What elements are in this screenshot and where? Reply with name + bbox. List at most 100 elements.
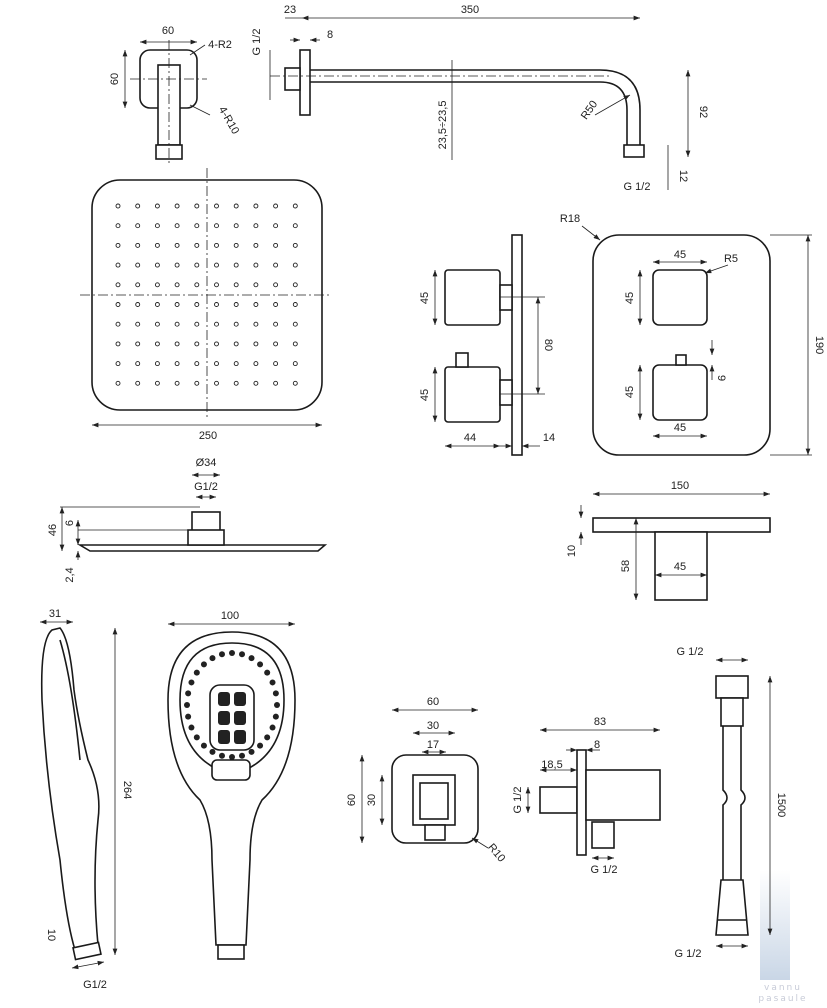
- dim-hand-thread: G1/2: [83, 979, 107, 991]
- nozzle-dot: [214, 380, 219, 386]
- hand-nozzle-dot: [184, 702, 190, 708]
- watermark: vannu pasaule: [758, 870, 806, 1004]
- dim-outlet-inner: 30: [427, 720, 439, 732]
- hand-nozzle-dot: [188, 724, 195, 731]
- dim-arm-plate: 8: [327, 29, 333, 41]
- nozzle-dot: [273, 321, 279, 327]
- nozzle-dot: [135, 361, 141, 367]
- nozzle-dot: [214, 262, 219, 268]
- nozzle-dot: [233, 321, 239, 327]
- nozzle-dot: [253, 242, 259, 248]
- nozzle-dot: [194, 242, 200, 248]
- dim-head-height: 46: [47, 524, 59, 536]
- dim-plate-height: 190: [813, 336, 825, 354]
- dim-knob-bottom: 45: [419, 389, 431, 401]
- nozzle-dot: [154, 321, 160, 327]
- nozzle-dot: [253, 380, 259, 386]
- dim-thermo-depth: 44: [464, 432, 476, 444]
- hand-nozzle-dot: [257, 742, 264, 749]
- nozzle-dot: [273, 242, 279, 248]
- hand-nozzle-dot: [200, 742, 207, 749]
- nozzle-dot: [135, 242, 141, 248]
- nozzle-dot: [174, 361, 180, 367]
- hand-center-nozzle: [234, 730, 246, 744]
- dim-outlet-thread-in: G 1/2: [512, 787, 524, 814]
- hand-center-nozzle: [218, 692, 230, 706]
- hand-nozzle-dot: [185, 690, 192, 697]
- nozzle-dot: [253, 282, 259, 288]
- nozzle-dot: [154, 223, 160, 229]
- nozzle-dot: [253, 302, 259, 307]
- nozzle-dot: [214, 223, 219, 229]
- dim-arm-drop: 92: [697, 106, 709, 118]
- nozzle-dot: [253, 341, 259, 347]
- nozzle-dot: [233, 262, 239, 268]
- nozzle-dot: [194, 262, 200, 268]
- dim-arm-length: 350: [461, 4, 479, 16]
- hand-center-nozzle: [218, 711, 230, 725]
- nozzle-dot: [194, 321, 200, 327]
- dim-hose-thread-bottom: G 1/2: [675, 948, 702, 960]
- nozzle-dot: [253, 321, 259, 327]
- dim-outlet-hole: 17: [427, 739, 439, 751]
- hand-nozzle-dot: [248, 655, 255, 662]
- dim-front-knob-height-top: 45: [624, 292, 636, 304]
- hand-nozzle-dot: [248, 748, 255, 755]
- hand-center-nozzle: [234, 692, 246, 706]
- dim-top-width: 150: [671, 480, 689, 492]
- nozzle-dot: [174, 262, 180, 268]
- dim-knob-top: 45: [419, 292, 431, 304]
- nozzle-dot: [135, 321, 141, 327]
- nozzle-dot: [194, 341, 200, 347]
- dim-head-diameter: Ø34: [196, 457, 217, 469]
- dim-hand-thickness: 31: [49, 608, 61, 620]
- dim-outlet-inner-height: 30: [366, 794, 378, 806]
- nozzle-dot: [174, 380, 180, 386]
- nozzle-dot: [174, 242, 180, 248]
- thermostat-side-view: 45 45 80 44 14: [419, 234, 555, 456]
- dim-arm-bore: 23,5÷23,5: [437, 101, 449, 150]
- dim-hand-length: 264: [121, 781, 133, 799]
- hand-center-nozzle: [218, 730, 230, 744]
- dim-front-knob-height-bottom: 45: [624, 386, 636, 398]
- hand-nozzle-dot: [209, 748, 216, 755]
- nozzle-dot: [273, 302, 279, 307]
- hand-nozzle-dot: [218, 752, 225, 759]
- dim-hand-width: 100: [221, 610, 239, 622]
- nozzle-dot: [154, 203, 160, 209]
- dim-arm-offset: 23: [284, 4, 296, 16]
- nozzle-dot: [194, 380, 200, 386]
- nozzle-grid: [115, 203, 298, 386]
- nozzle-dot: [273, 282, 279, 288]
- hand-nozzle-dot: [274, 702, 280, 708]
- dim-outlet-corner: R10: [485, 841, 507, 864]
- hand-nozzle-dot: [269, 679, 276, 686]
- dim-top-plate: 10: [566, 545, 578, 557]
- dim-thermo-plate: 14: [543, 432, 555, 444]
- nozzle-dot: [154, 361, 160, 367]
- nozzle-dot: [174, 203, 180, 209]
- nozzle-dot: [115, 203, 121, 209]
- nozzle-dot: [115, 242, 121, 248]
- nozzle-dot: [174, 282, 180, 288]
- dim-outlet-depth: 83: [594, 716, 606, 728]
- hand-nozzle-dot: [185, 713, 192, 720]
- nozzle-dot: [115, 341, 121, 347]
- hand-nozzle-dot: [209, 655, 216, 662]
- nozzle-dot: [292, 321, 298, 327]
- nozzle-dot: [253, 262, 259, 268]
- dim-outlet-thread-out: G 1/2: [591, 864, 618, 876]
- nozzle-dot: [115, 223, 121, 229]
- hand-nozzle-dot: [264, 669, 271, 676]
- nozzle-dot: [214, 282, 219, 288]
- nozzle-dot: [292, 242, 298, 248]
- nozzle-dot: [292, 302, 298, 307]
- dim-front-knob-width-top: 45: [674, 249, 686, 261]
- watermark-line1: vannu: [764, 983, 802, 993]
- nozzle-dot: [115, 380, 121, 386]
- nozzle-dot: [214, 341, 219, 347]
- nozzle-dot: [292, 203, 298, 209]
- dim-outlet-plate: 8: [594, 739, 600, 751]
- dim-arm-thread-end: G 1/2: [624, 181, 651, 193]
- hand-nozzle-dot: [229, 650, 235, 656]
